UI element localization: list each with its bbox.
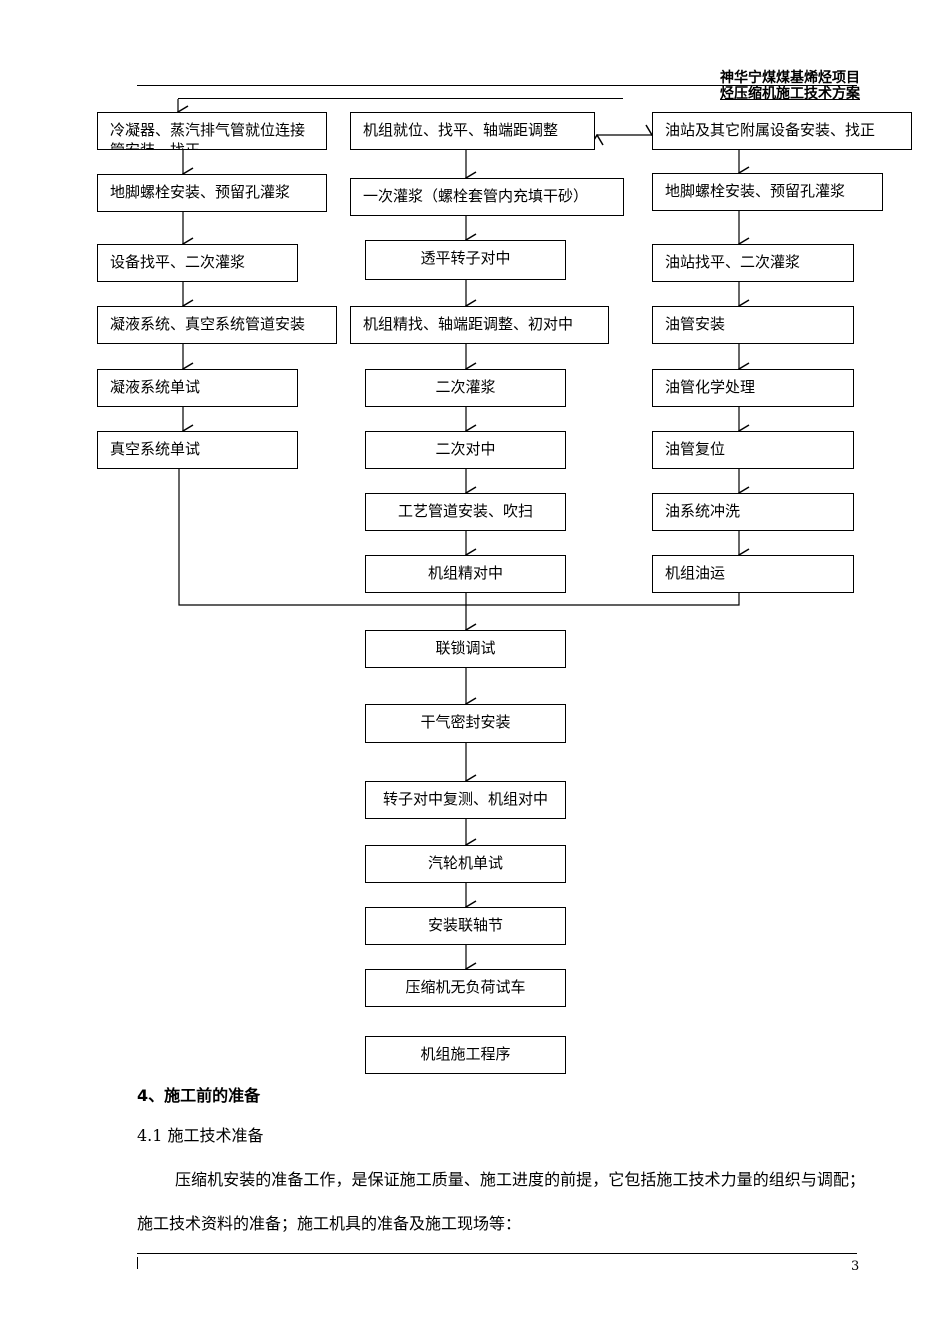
step-right-anchor-bolts: 地脚螺栓安装、预留孔灌浆 <box>652 173 883 211</box>
step-left-condensate-test: 凝液系统单试 <box>97 369 298 407</box>
section-paragraph: 压缩机安装的准备工作，是保证施工质量、施工进度的前提，它包括施工技术力量的组织与… <box>137 1170 865 1233</box>
step-right-oil-leveling: 油站找平、二次灌浆 <box>652 244 854 282</box>
page-number: 3 <box>851 1259 860 1274</box>
step-dry-gas-seal: 干气密封安装 <box>365 704 566 743</box>
header-document-title: 烃压缩机施工技术方案 <box>720 86 860 102</box>
step-interlock-debug: 联锁调试 <box>365 630 566 668</box>
step-left-condenser: 冷凝器、蒸汽排气管就位连接管安装、找正 <box>97 112 327 150</box>
step-mid-secondary-alignment: 二次对中 <box>365 431 566 469</box>
step-steam-turbine-test: 汽轮机单试 <box>365 845 566 883</box>
step-right-chemical-treatment: 油管化学处理 <box>652 369 854 407</box>
step-left-leveling-grouting: 设备找平、二次灌浆 <box>97 244 298 282</box>
section-subheading: 4.1 施工技术准备 <box>137 1126 264 1145</box>
flowchart-connectors <box>0 99 950 1100</box>
step-mid-precise-alignment: 机组精对中 <box>365 555 566 593</box>
step-mid-secondary-grouting: 二次灌浆 <box>365 369 566 407</box>
footer-rule <box>137 1253 857 1254</box>
footer-tick-mark <box>137 1257 138 1269</box>
header-rule-top <box>137 85 857 86</box>
step-left-piping-install: 凝液系统、真空系统管道安装 <box>97 306 337 344</box>
step-mid-unit-positioning: 机组就位、找平、轴端距调整 <box>350 112 595 150</box>
step-mid-fine-alignment: 机组精找、轴端距调整、初对中 <box>350 306 609 344</box>
section-heading: 4、施工前的准备 <box>137 1086 261 1105</box>
header-project-title: 神华宁煤煤基烯烃项目 <box>720 70 860 86</box>
step-right-oil-pipe-install: 油管安装 <box>652 306 854 344</box>
step-left-anchor-bolts: 地脚螺栓安装、预留孔灌浆 <box>97 174 327 212</box>
step-right-oil-run: 机组油运 <box>652 555 854 593</box>
flowchart-caption: 机组施工程序 <box>365 1036 566 1074</box>
step-right-oil-station: 油站及其它附属设备安装、找正 <box>652 112 912 150</box>
step-left-vacuum-test: 真空系统单试 <box>97 431 298 469</box>
step-rotor-realignment: 转子对中复测、机组对中 <box>365 781 566 819</box>
step-mid-turbine-alignment: 透平转子对中 <box>365 240 566 280</box>
header-rule-bottom <box>178 98 623 99</box>
step-no-load-trial: 压缩机无负荷试车 <box>365 969 566 1007</box>
step-mid-primary-grouting: 一次灌浆（螺栓套管内充填干砂） <box>350 178 624 216</box>
step-coupling-install: 安装联轴节 <box>365 907 566 945</box>
step-right-pipe-reposition: 油管复位 <box>652 431 854 469</box>
step-right-oil-flushing: 油系统冲洗 <box>652 493 854 531</box>
step-mid-process-piping: 工艺管道安装、吹扫 <box>365 493 566 531</box>
